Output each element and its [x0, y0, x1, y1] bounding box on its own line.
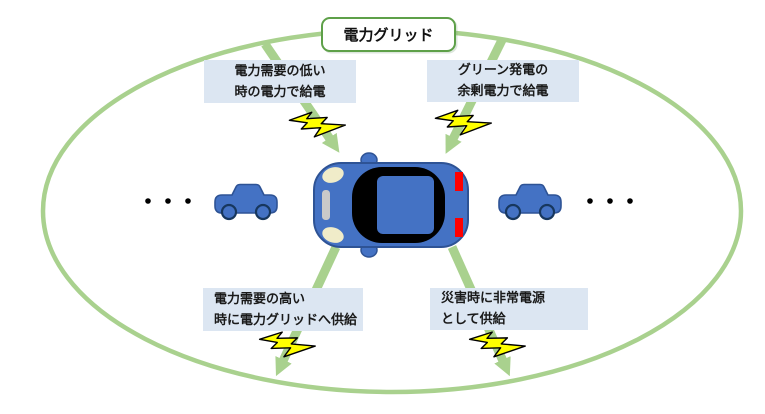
label-discharge-emergency: 災害時に非常電源 として供給 — [430, 288, 588, 330]
car-side-view-icon — [497, 183, 563, 221]
label-charge-low-demand: 電力需要の低い 時の電力で給電 — [204, 60, 356, 103]
ellipsis-dots — [145, 198, 633, 204]
label-charge-green-surplus: グリーン発電の 余剰電力で給電 — [427, 60, 579, 102]
ev-car-top-view-icon — [313, 152, 469, 258]
label-discharge-high-demand: 電力需要の高い 時に電力グリッドへ供給 — [203, 288, 363, 331]
car-side-view-icon — [213, 183, 279, 221]
power-grid-title: 電力グリッド — [321, 17, 456, 52]
